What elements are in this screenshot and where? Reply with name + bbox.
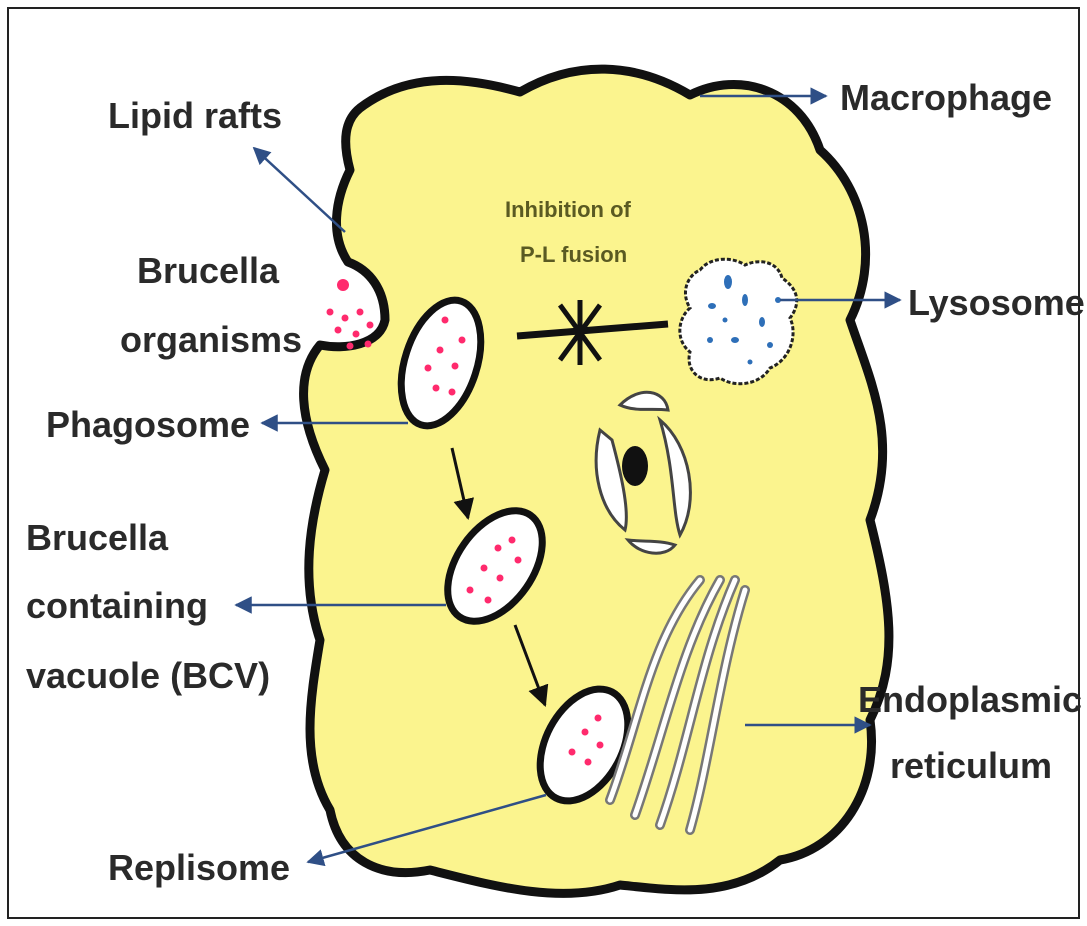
nucleolus <box>622 446 648 486</box>
er-label-1: Endoplasmic <box>858 679 1082 720</box>
brucella-organisms-label-1: Brucella <box>137 250 280 291</box>
bcv-label-3: vacuole (BCV) <box>26 655 270 696</box>
lipid-rafts-label: Lipid rafts <box>108 95 282 136</box>
brucella-organisms-label-2: organisms <box>120 319 302 360</box>
er-label-2: reticulum <box>890 745 1052 786</box>
replisome-label: Replisome <box>108 847 290 888</box>
lysosome-label: Lysosome <box>908 282 1085 323</box>
inhibition-label-1: Inhibition of <box>505 197 632 222</box>
bcv-label-2: containing <box>26 585 208 626</box>
inhibition-label-2: P-L fusion <box>520 242 627 267</box>
bcv-label-1: Brucella <box>26 517 169 558</box>
macrophage-label: Macrophage <box>840 77 1052 118</box>
phagosome-label: Phagosome <box>46 404 250 445</box>
lipid-rafts-arrow <box>254 148 345 232</box>
